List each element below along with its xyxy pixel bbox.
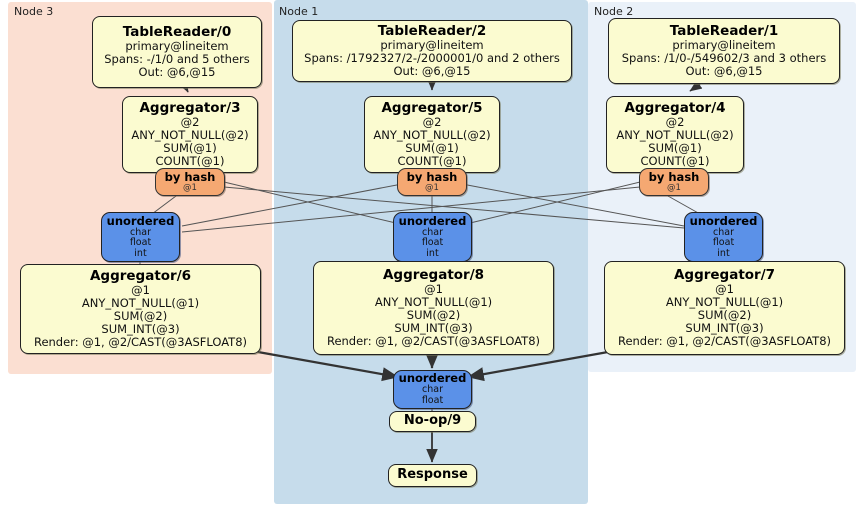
node-aggregator-5[interactable]: Aggregator/5 @2 ANY_NOT_NULL(@2) SUM(@1)…: [364, 96, 500, 173]
node-detail: COUNT(@1): [155, 153, 225, 168]
node-detail: SUM(@1): [405, 141, 459, 156]
node-title: Aggregator/8: [382, 267, 485, 284]
node-detail: @1: [425, 182, 439, 193]
node-detail: @1: [715, 282, 734, 297]
node-tablereader-0[interactable]: TableReader/0 primary@lineitem Spans: -/…: [92, 16, 262, 88]
node-detail: Render: @1, @2/CAST(@3ASFLOAT8): [617, 333, 832, 348]
node-detail: char: [713, 226, 734, 238]
node-detail: Out: @6,@15: [393, 63, 471, 78]
node-title: unordered: [398, 213, 467, 228]
node-detail: float: [129, 237, 152, 249]
node-detail: int: [717, 247, 730, 259]
node-aggregator-6[interactable]: Aggregator/6 @1 ANY_NOT_NULL(@1) SUM(@2)…: [20, 264, 261, 354]
node-no-op-9[interactable]: No-op/9: [389, 411, 476, 432]
node-title: unordered: [106, 213, 175, 228]
node-title: TableReader/2: [377, 23, 487, 40]
node-detail: @1: [131, 283, 150, 298]
node-detail: SUM_INT(@3): [101, 321, 180, 336]
node-detail: SUM_INT(@3): [685, 320, 764, 335]
node-detail: char: [422, 226, 443, 238]
node-title: Aggregator/6: [89, 268, 192, 285]
panel-label-node-3: Node 3: [14, 5, 54, 18]
node-detail: SUM(@2): [406, 308, 461, 323]
node-tablereader-2[interactable]: TableReader/2 primary@lineitem Spans: /1…: [292, 20, 572, 82]
node-unordered-3[interactable]: unordered char float int: [101, 212, 180, 262]
node-detail: ANY_NOT_NULL(@1): [81, 296, 200, 311]
node-detail: primary@lineitem: [125, 39, 229, 54]
node-detail: ANY_NOT_NULL(@2): [616, 128, 734, 143]
node-detail: float: [421, 237, 444, 249]
node-title: unordered: [398, 371, 467, 386]
node-detail: COUNT(@1): [640, 153, 710, 168]
node-detail: SUM(@1): [648, 141, 702, 156]
node-detail: @2: [665, 115, 685, 130]
node-detail: @1: [424, 282, 443, 297]
node-detail: ANY_NOT_NULL(@2): [131, 128, 249, 143]
node-title: Aggregator/7: [673, 267, 776, 284]
node-title: Aggregator/4: [624, 100, 726, 117]
node-detail: @2: [180, 115, 200, 130]
node-by-hash-5[interactable]: by hash @1: [397, 168, 467, 196]
node-title: TableReader/1: [669, 23, 779, 40]
node-detail: SUM_INT(@3): [394, 320, 473, 335]
node-by-hash-4[interactable]: by hash @1: [639, 168, 709, 196]
node-title: TableReader/0: [122, 24, 232, 41]
node-detail: int: [134, 247, 147, 259]
node-detail: primary@lineitem: [380, 38, 484, 53]
node-by-hash-3[interactable]: by hash @1: [155, 168, 225, 196]
node-title: Aggregator/5: [381, 100, 483, 117]
node-unordered-4[interactable]: unordered char float int: [684, 212, 763, 262]
node-title: by hash: [406, 169, 458, 184]
node-aggregator-7[interactable]: Aggregator/7 @1 ANY_NOT_NULL(@1) SUM(@2)…: [604, 261, 845, 355]
node-aggregator-3[interactable]: Aggregator/3 @2 ANY_NOT_NULL(@2) SUM(@1)…: [122, 96, 258, 173]
node-title: Response: [397, 467, 468, 483]
node-title: unordered: [689, 213, 758, 228]
node-detail: int: [426, 247, 439, 259]
node-detail: Render: @1, @2/CAST(@3ASFLOAT8): [33, 334, 248, 349]
node-detail: Render: @1, @2/CAST(@3ASFLOAT8): [326, 333, 541, 348]
node-aggregator-4[interactable]: Aggregator/4 @2 ANY_NOT_NULL(@2) SUM(@1)…: [606, 96, 744, 173]
node-detail: Out: @6,@15: [685, 63, 763, 78]
node-detail: SUM(@1): [163, 141, 217, 156]
node-title: by hash: [164, 169, 216, 184]
node-detail: ANY_NOT_NULL(@2): [373, 128, 491, 143]
node-response[interactable]: Response: [388, 464, 477, 487]
node-detail: char: [422, 384, 443, 396]
node-unordered-final[interactable]: unordered char float: [393, 370, 472, 409]
node-detail: @1: [183, 182, 197, 193]
node-title: No-op/9: [403, 413, 462, 429]
node-detail: Out: @6,@15: [138, 64, 216, 79]
node-detail: ANY_NOT_NULL(@1): [665, 295, 784, 310]
node-detail: SUM(@2): [697, 308, 752, 323]
node-tablereader-1[interactable]: TableReader/1 primary@lineitem Spans: /1…: [608, 18, 840, 84]
node-detail: @2: [422, 115, 442, 130]
panel-label-node-1: Node 1: [279, 5, 319, 18]
node-aggregator-8[interactable]: Aggregator/8 @1 ANY_NOT_NULL(@1) SUM(@2)…: [313, 261, 554, 355]
node-detail: ANY_NOT_NULL(@1): [374, 295, 493, 310]
node-detail: Spans: /1/0-/549602/3 and 3 others: [621, 51, 827, 66]
node-detail: char: [130, 226, 151, 238]
node-title: by hash: [648, 169, 700, 184]
node-detail: primary@lineitem: [672, 38, 776, 53]
node-detail: SUM(@2): [113, 309, 168, 324]
node-detail: Spans: -/1/0 and 5 others: [104, 52, 250, 67]
node-detail: float: [421, 394, 444, 406]
panel-label-node-2: Node 2: [594, 5, 634, 18]
node-detail: float: [712, 237, 735, 249]
node-detail: @1: [667, 182, 681, 193]
node-title: Aggregator/3: [139, 100, 241, 117]
node-detail: Spans: /1792327/2-/2000001/0 and 2 other…: [304, 51, 560, 66]
node-detail: COUNT(@1): [397, 153, 467, 168]
node-unordered-5[interactable]: unordered char float int: [393, 212, 472, 262]
